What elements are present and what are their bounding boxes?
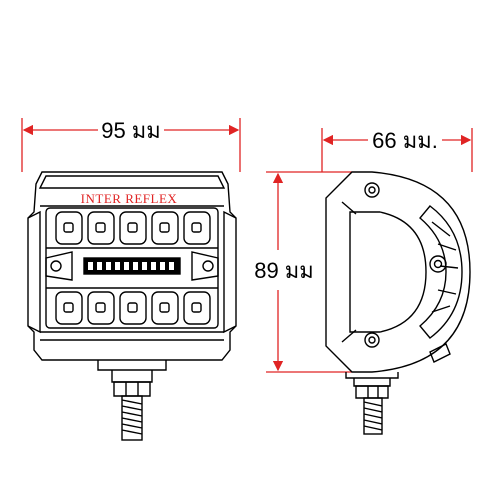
height-label: 89 มม [254, 258, 314, 283]
height-dimension: 89 มม [254, 171, 352, 373]
side-view [325, 171, 471, 435]
side-bottom-screw [364, 332, 380, 348]
brand-logo-text: INTER REFLEX [81, 191, 178, 206]
width-label: 95 มม [101, 118, 161, 143]
middle-led-strip [45, 251, 219, 281]
bottom-led-row [55, 291, 211, 325]
front-bolt [121, 395, 143, 441]
side-top-screw [364, 182, 380, 198]
side-center-screw [429, 255, 447, 273]
side-bolt [363, 397, 383, 435]
depth-dimension: 66 มม. [321, 128, 473, 172]
front-view [27, 171, 237, 441]
depth-label: 66 มม. [372, 128, 438, 153]
width-dimension: 95 มม [21, 118, 241, 172]
top-led-row [55, 211, 211, 245]
